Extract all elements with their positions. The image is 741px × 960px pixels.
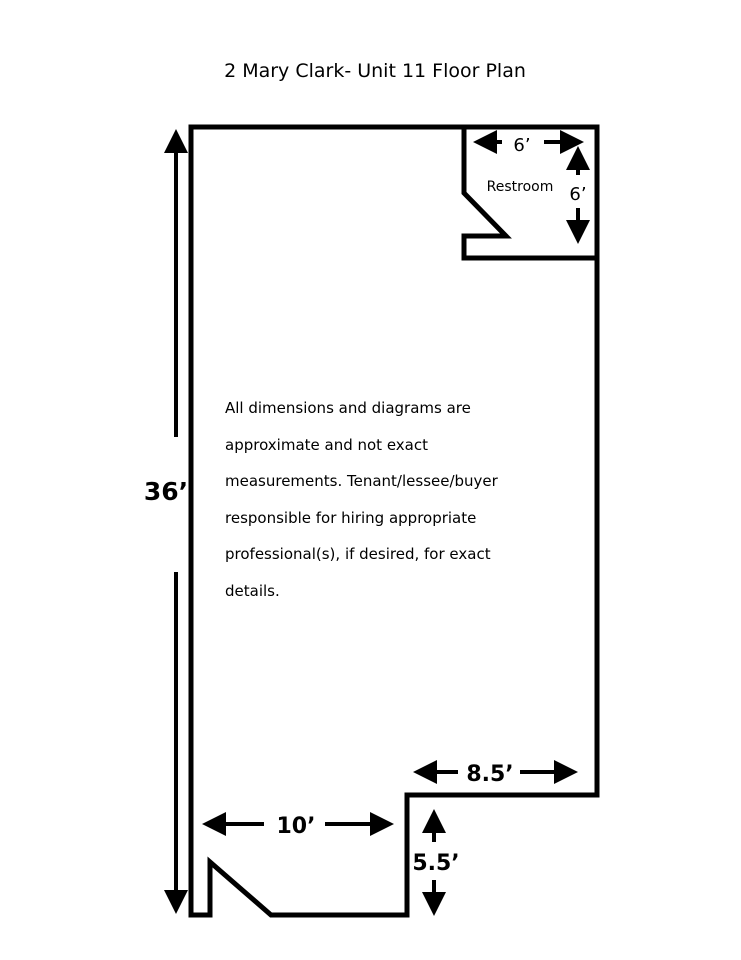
dimension-label-step-depth: 5.5’ [412, 851, 459, 876]
dimension-label-front-width: 10’ [277, 814, 316, 839]
plan-title: 2 Mary Clark- Unit 11 Floor Plan [224, 60, 526, 82]
disclaimer-note: All dimensions and diagrams are approxim… [225, 399, 498, 600]
dimension-label-overall-length: 36’ [144, 477, 188, 506]
room-label-restroom: Restroom [487, 179, 554, 195]
dimension-label-restroom-depth: 6’ [569, 184, 586, 205]
exterior-wall [188, 124, 600, 918]
dimension-label-rear-step: 8.5’ [466, 762, 513, 787]
restroom-wall [461, 127, 597, 261]
dimension-label-restroom-width: 6’ [513, 135, 530, 156]
